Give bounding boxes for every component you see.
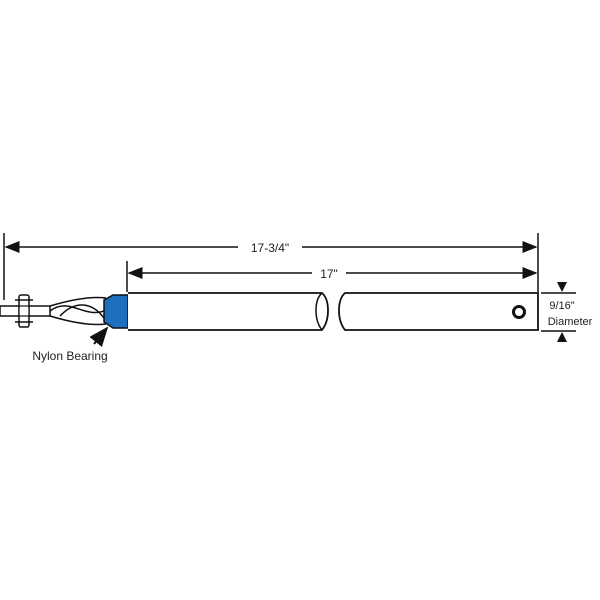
diameter-arrow-bottom <box>557 332 567 342</box>
rod-length-dimension: 17" <box>126 261 538 292</box>
rod-hole <box>512 305 526 319</box>
overall-length-label: 17-3/4" <box>251 241 289 255</box>
drive-shaft <box>0 294 107 328</box>
callout-arrow <box>89 326 109 348</box>
rod-right-segment <box>338 292 539 331</box>
nylon-bearing-callout: Nylon Bearing <box>32 326 109 363</box>
rod <box>128 292 539 331</box>
diameter-value: 9/16" <box>549 300 574 312</box>
nylon-bearing <box>103 294 129 329</box>
rod-length-label: 17" <box>320 267 338 281</box>
diameter-label: Diameter <box>548 316 593 328</box>
overall-length-dimension: 17-3/4" <box>3 233 539 300</box>
diameter-arrow-top <box>557 282 567 292</box>
diameter-dimension: 9/16" Diameter <box>541 282 593 342</box>
nylon-bearing-label: Nylon Bearing <box>32 349 107 363</box>
rod-left-segment <box>128 292 329 331</box>
